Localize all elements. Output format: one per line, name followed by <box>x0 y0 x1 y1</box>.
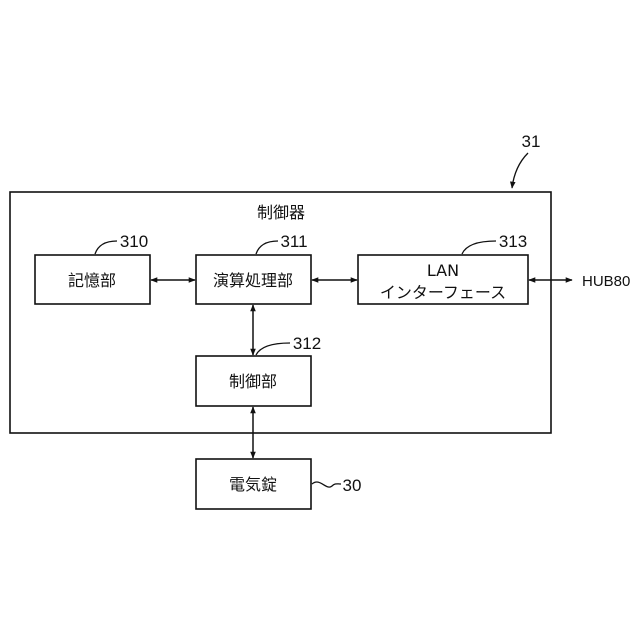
controller-title: 制御器 <box>257 203 305 222</box>
processor-label: 演算処理部 <box>213 271 293 290</box>
lan-ref: 313 <box>499 232 527 251</box>
storage-ref-leader <box>95 241 117 254</box>
processor-ref-leader <box>256 241 278 254</box>
hub-label: HUB80 <box>582 273 630 290</box>
controller-ref: 31 <box>522 132 541 151</box>
controller-ref-arrow <box>512 153 528 188</box>
electric-lock-label: 電気錠 <box>229 475 277 494</box>
control-ref-leader <box>256 343 290 355</box>
lan-label-line2: インターフェース <box>380 283 506 302</box>
storage-ref: 310 <box>120 232 148 251</box>
electric-lock-ref: 30 <box>343 476 362 495</box>
control-label: 制御部 <box>229 372 277 391</box>
storage-label: 記憶部 <box>68 271 116 290</box>
lan-label-line1: LAN <box>427 261 459 280</box>
processor-ref: 311 <box>280 232 307 251</box>
lan-ref-leader <box>462 241 496 254</box>
control-ref: 312 <box>293 334 321 353</box>
electric-lock-ref-leader <box>312 482 341 487</box>
